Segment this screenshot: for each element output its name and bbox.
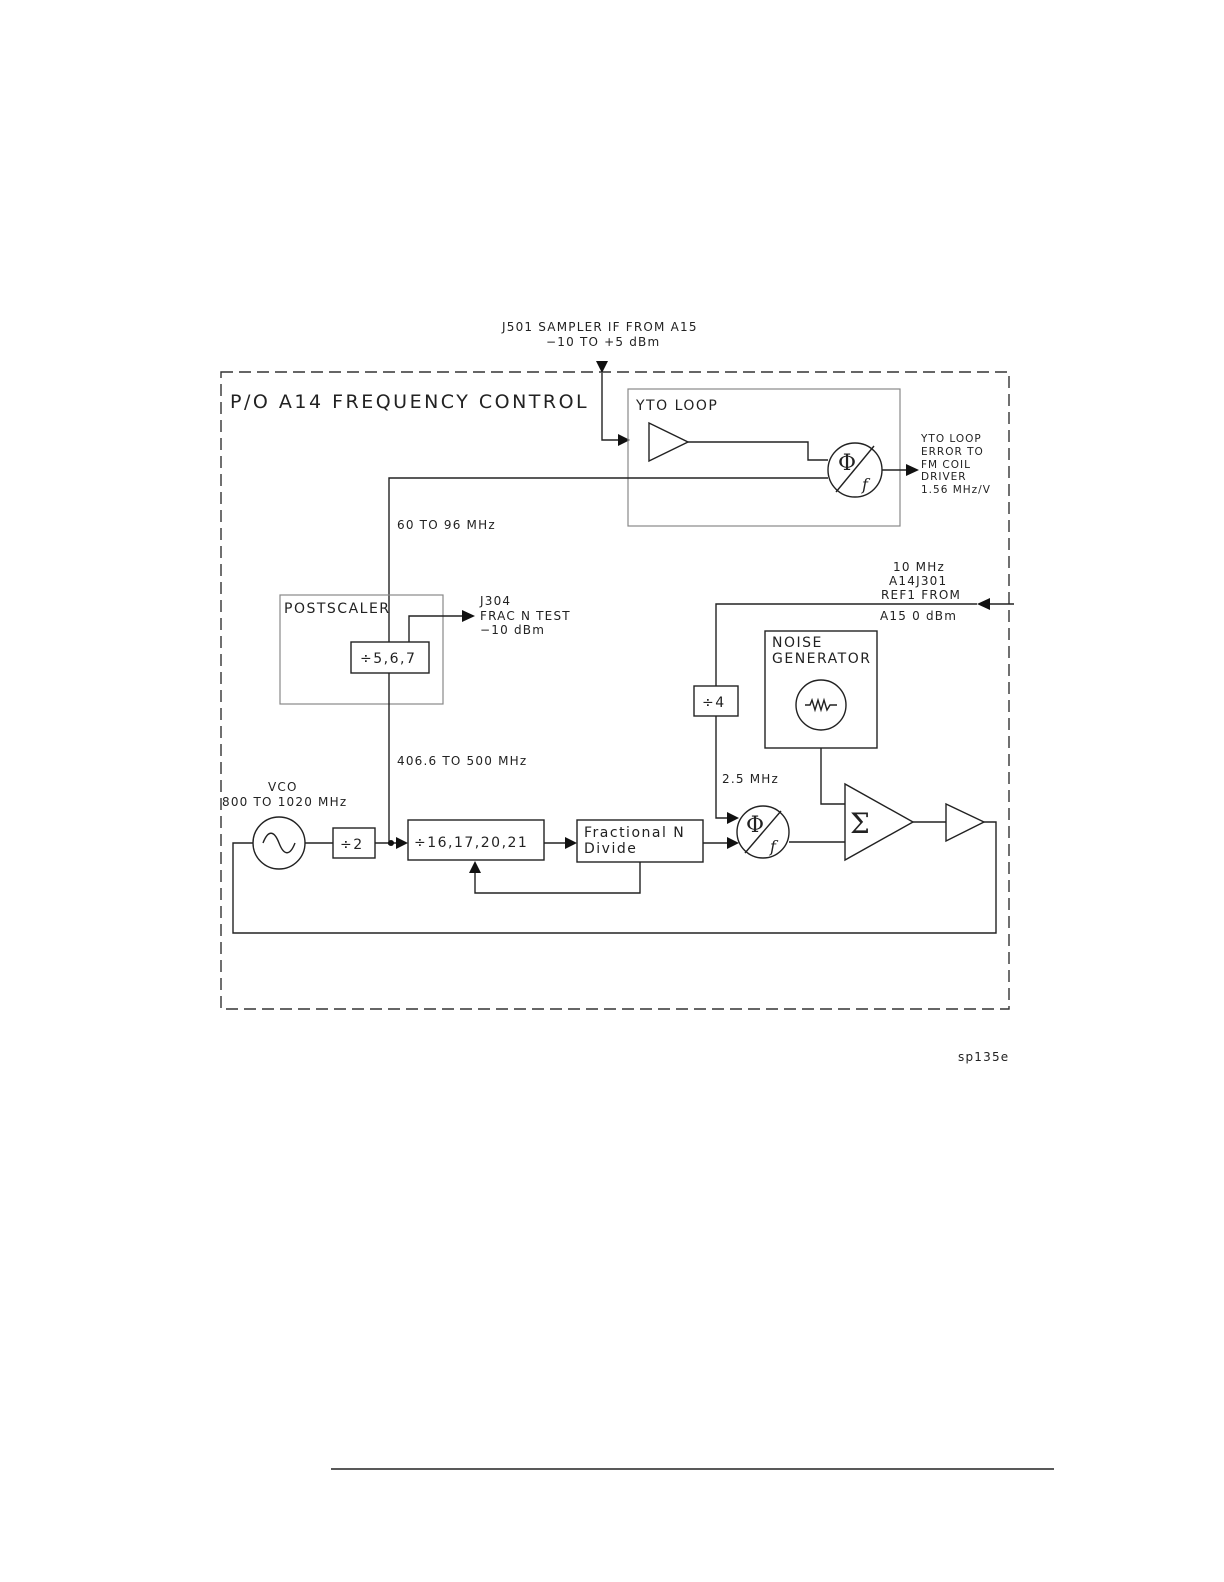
yto-output-line-5: 1.56 MHz/V	[921, 484, 991, 496]
ref-wire	[715, 603, 977, 686]
yto-output-line-1: YTO LOOP	[920, 433, 982, 445]
ref-input-line-2: A14J301	[889, 574, 947, 588]
ref-input-line-3: REF1 FROM	[881, 588, 961, 602]
test-output-line-3: −10 dBm	[480, 623, 545, 637]
sampler-input-label-2: −10 TO +5 dBm	[546, 335, 660, 349]
n-divider-input-arrow	[396, 837, 408, 849]
vco-oscillator-icon	[252, 816, 306, 870]
phase-detector-input-arrow	[727, 837, 739, 849]
yto-phase-sub: f	[861, 475, 871, 494]
frac-n-test-wire	[408, 615, 462, 642]
divide-by-4-box	[693, 685, 739, 717]
sampler-arrow-down	[596, 361, 608, 373]
ref-divided-wire	[715, 716, 728, 819]
reference-freq-label: 2.5 MHz	[722, 772, 779, 786]
block-boundary	[220, 371, 1010, 1010]
postscaler-label: POSTSCALER	[284, 601, 391, 617]
sampler-arrow-right	[618, 434, 630, 446]
summer-symbol: Σ	[850, 807, 870, 840]
main-phase-detector: Φ f	[736, 805, 790, 859]
yto-loop-box	[627, 388, 901, 527]
noise-source-icon	[795, 679, 847, 731]
noise-gen-line-2: GENERATOR	[772, 651, 871, 667]
ref-input-line-4: A15 0 dBm	[880, 609, 957, 623]
frac-n-line-1: Fractional N	[584, 825, 685, 841]
postscaler-output-wire	[388, 477, 828, 651]
block-title: P/O A14 FREQUENCY CONTROL	[230, 391, 589, 413]
yto-if-amplifier	[648, 421, 690, 463]
yto-error-arrow	[906, 464, 919, 476]
summing-amplifier	[844, 782, 915, 862]
frac-n-test-arrow	[462, 610, 475, 622]
frac-n-input-arrow	[565, 837, 577, 849]
ref-input-arrow	[977, 598, 990, 610]
main-phase-symbol: Φ	[746, 813, 764, 838]
output-buffer-amplifier	[945, 802, 986, 843]
ref-input-line-1: 10 MHz	[893, 560, 945, 574]
test-output-line-1: J304	[479, 594, 511, 608]
frac-n-feedback-wire	[474, 862, 641, 894]
yto-output-line-4: DRIVER	[921, 471, 967, 483]
postscaler-divider-label: ÷5,6,7	[360, 651, 416, 667]
vco-label: VCO	[268, 780, 298, 794]
main-phase-sub: f	[769, 837, 779, 856]
junction-dot	[388, 840, 394, 846]
yto-output-line-2: ERROR TO	[921, 446, 984, 458]
yto-output-line-3: FM COIL	[921, 459, 971, 471]
postscaler-box	[279, 594, 444, 705]
frac-n-line-2: Divide	[584, 841, 637, 857]
yto-phase-symbol: Φ	[838, 451, 856, 476]
postscaler-freq-label: 60 TO 96 MHz	[397, 518, 496, 532]
frac-n-feedback-arrow	[469, 861, 481, 873]
yto-amp-wire	[688, 441, 828, 461]
vco-tune-feedback-wire	[232, 821, 997, 934]
postscaler-divider-box	[350, 641, 430, 674]
n-divider-box	[407, 819, 545, 861]
divide-by-4-label: ÷4	[702, 695, 726, 711]
noise-gen-line-1: NOISE	[772, 635, 823, 651]
sampler-if-wire	[601, 373, 618, 441]
sampler-input-label-1: J501 SAMPLER IF FROM A15	[501, 320, 698, 334]
yto-loop-label: YTO LOOP	[635, 398, 718, 414]
yto-phase-detector: Φ f	[827, 442, 883, 498]
ref-divided-arrow	[727, 812, 739, 824]
test-output-line-2: FRAC N TEST	[480, 609, 571, 623]
divide-by-2-label: ÷2	[340, 837, 364, 853]
divider-out-freq-label: 406.6 TO 500 MHz	[397, 754, 527, 768]
vco-range-label: 800 TO 1020 MHz	[222, 795, 347, 809]
figure-id: sp135e	[958, 1050, 1009, 1064]
n-divider-label: ÷16,17,20,21	[414, 835, 528, 851]
